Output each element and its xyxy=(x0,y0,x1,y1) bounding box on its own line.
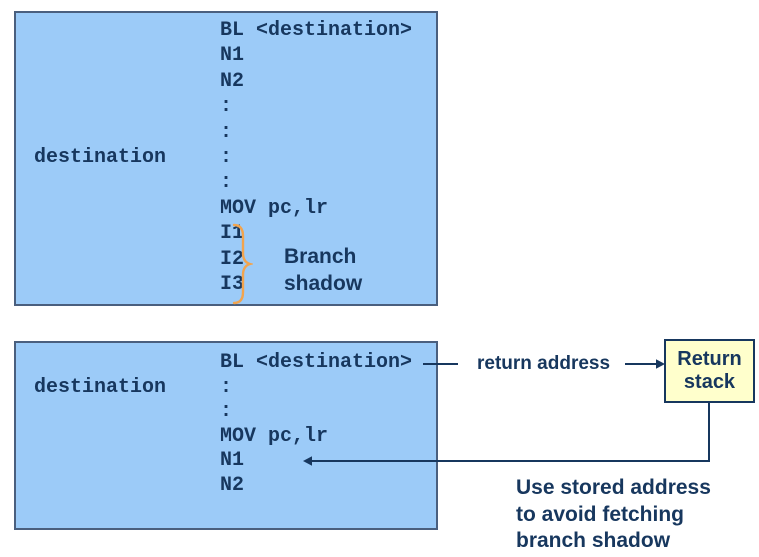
code-box-return-stack: destination BL <destination> : : MOV pc,… xyxy=(14,341,438,530)
return-address-label: return address xyxy=(477,353,611,374)
code-listing: BL <destination> N1 N2 : : : : MOV pc,lr… xyxy=(220,19,413,297)
destination-label: destination xyxy=(34,376,167,399)
branch-shadow-label: Branch shadow xyxy=(284,245,363,295)
brace-icon xyxy=(232,223,253,305)
code-listing: BL <destination> : : MOV pc,lr N1 N2 xyxy=(220,351,413,497)
destination-label: destination xyxy=(34,146,167,169)
code-box-branch-shadow: destination BL <destination> N1 N2 : : :… xyxy=(14,11,438,306)
note-label: Use stored address to avoid fetching bra… xyxy=(516,476,711,552)
return-stack-box: Return stack xyxy=(664,339,755,403)
